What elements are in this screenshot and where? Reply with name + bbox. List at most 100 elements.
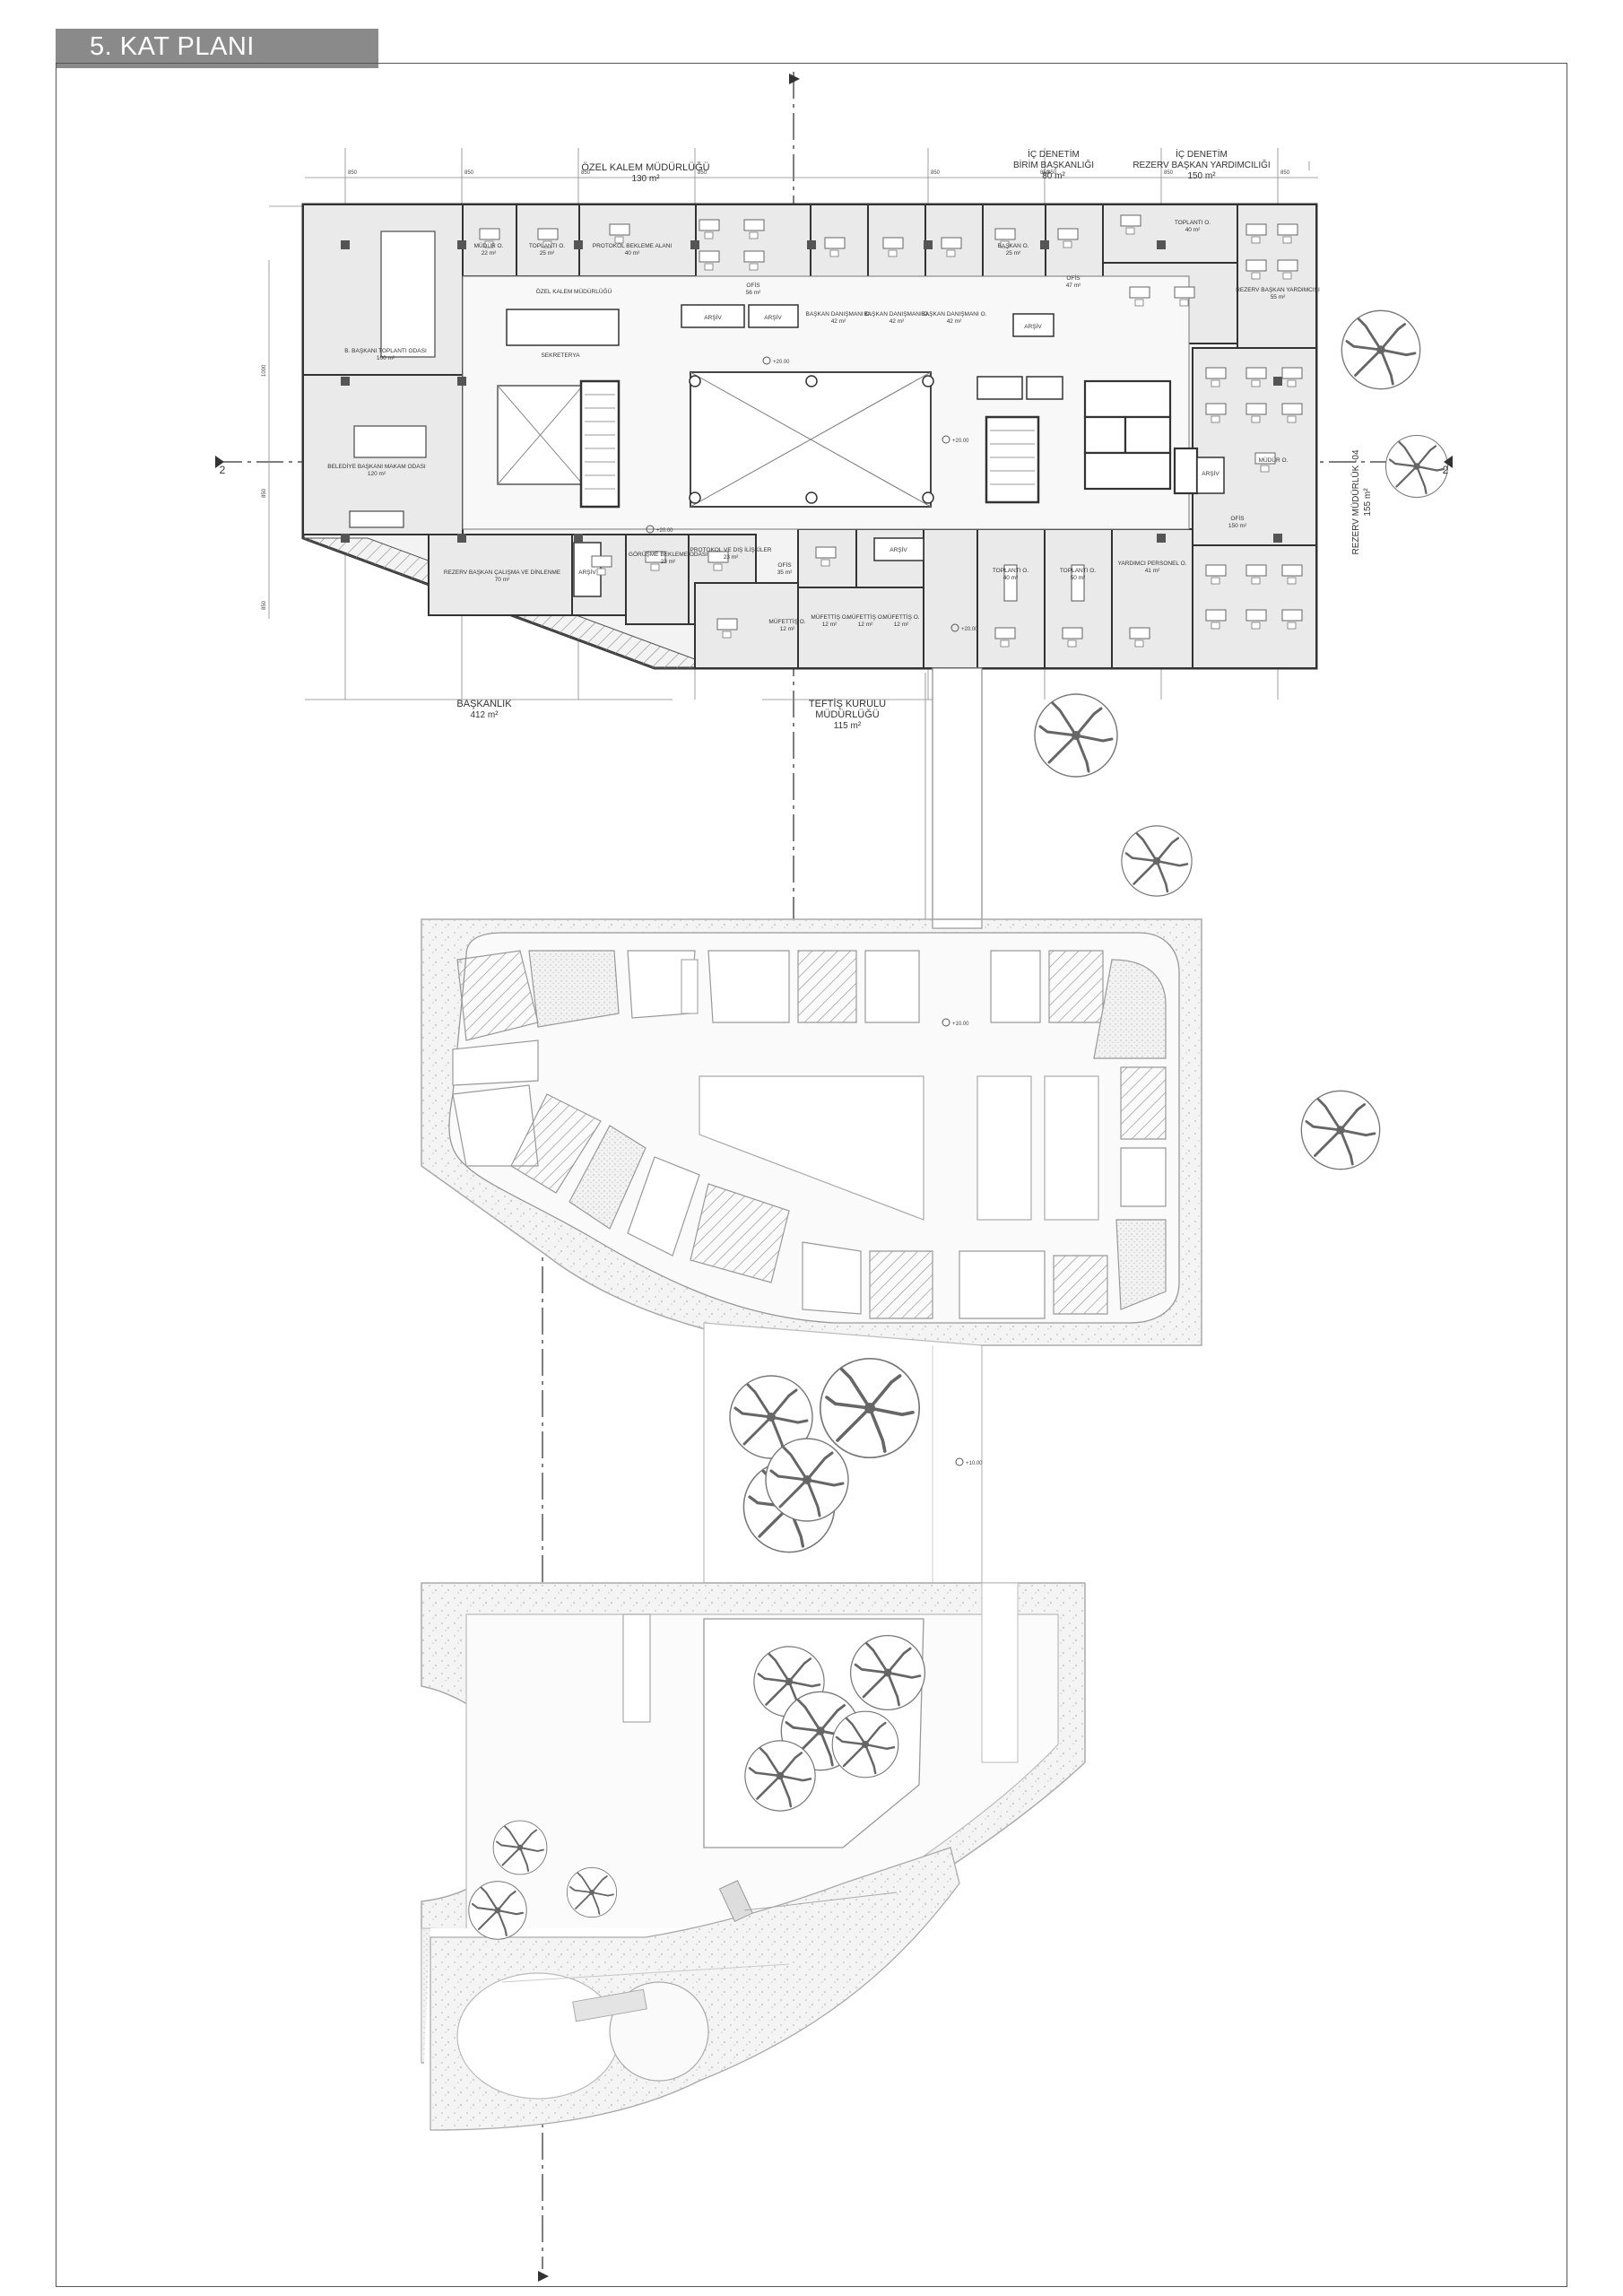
svg-text:MÜFETTİŞ O.: MÜFETTİŞ O.	[768, 617, 805, 625]
svg-text:40 m²: 40 m²	[1003, 575, 1019, 581]
svg-text:ÖZEL KALEM MÜDÜRLÜĞÜ: ÖZEL KALEM MÜDÜRLÜĞÜ	[536, 287, 612, 295]
svg-text:MÜFETTİŞ O.: MÜFETTİŞ O.	[882, 613, 919, 621]
dept-label-rezerv: REZERV MÜDÜRLÜK -04	[1350, 449, 1361, 554]
title-bar	[56, 29, 378, 68]
section-mark-left: 2	[220, 464, 226, 476]
dimension-labels: 850 850 850 850 850 850 850 850 850 1000…	[262, 170, 1290, 610]
svg-text:B. BAŞKANI TOPLANTI ODASI: B. BAŞKANI TOPLANTI ODASI	[344, 348, 427, 354]
svg-text:MÜFETTİŞ O.: MÜFETTİŞ O.	[811, 613, 847, 621]
dept-area-ic-denetim-1: 80 m²	[1042, 171, 1065, 181]
dept-sub-ic-denetim-1: BİRİM BAŞKANLIĞI	[1013, 159, 1094, 170]
svg-text:TOPLANTI O.: TOPLANTI O.	[1060, 568, 1097, 574]
svg-text:41 m²: 41 m²	[1145, 568, 1160, 574]
svg-text:120 m²: 120 m²	[368, 471, 386, 477]
section-mark-right: 2	[1443, 464, 1449, 476]
svg-text:REZERV BAŞKAN ÇALIŞMA VE DİNLE: REZERV BAŞKAN ÇALIŞMA VE DİNLENME	[444, 568, 561, 576]
dept-label-baskanlik: BAŞKANLIK	[456, 699, 512, 709]
svg-text:850: 850	[698, 170, 707, 176]
svg-text:REZERV BAŞKAN YARDIMCISI: REZERV BAŞKAN YARDIMCISI	[1236, 287, 1320, 293]
dept-area-rezerv: 155 m²	[1363, 488, 1373, 517]
svg-text:+20.00: +20.00	[773, 360, 790, 365]
svg-text:12 m²: 12 m²	[858, 622, 873, 628]
sheet-title: 5. KAT PLANI	[90, 32, 255, 61]
dept-area-ozel-kalem: 130 m²	[631, 174, 660, 184]
svg-text:850: 850	[1280, 170, 1290, 176]
svg-text:MÜFETTİŞ O.: MÜFETTİŞ O.	[846, 613, 883, 621]
svg-text:BAŞKAN DANIŞMANI O.: BAŞKAN DANIŞMANI O.	[864, 311, 930, 317]
svg-text:TOPLANTI O.: TOPLANTI O.	[993, 568, 1029, 574]
svg-text:42 m²: 42 m²	[890, 318, 905, 325]
svg-text:25 m²: 25 m²	[540, 250, 555, 257]
svg-text:BAŞKAN DANIŞMANI O.: BAŞKAN DANIŞMANI O.	[922, 311, 987, 317]
dept-area-teftis: 115 m²	[834, 721, 862, 731]
svg-text:GÖRÜŞME BEKLEME ODASI: GÖRÜŞME BEKLEME ODASI	[629, 551, 707, 558]
svg-text:YARDIMCI PERSONEL O.: YARDIMCI PERSONEL O.	[1118, 561, 1187, 567]
svg-text:150 m²: 150 m²	[1228, 523, 1247, 529]
svg-text:ARŞİV: ARŞİV	[704, 313, 722, 321]
svg-text:+10.00: +10.00	[966, 1461, 983, 1466]
svg-text:SEKRETERYA: SEKRETERYA	[541, 352, 580, 359]
dept-label-ic-denetim-2: İÇ DENETİM	[1176, 148, 1228, 160]
svg-text:ARŞİV: ARŞİV	[1202, 469, 1219, 477]
svg-text:12 m²: 12 m²	[894, 622, 909, 628]
dept-sub-teftis: MÜDÜRLÜĞÜ	[815, 709, 880, 720]
dept-label-ic-denetim-1: İÇ DENETİM	[1028, 148, 1080, 160]
sheet-frame	[56, 63, 1567, 2287]
svg-text:850: 850	[581, 170, 591, 176]
svg-text:TOPLANTI O.: TOPLANTI O.	[529, 243, 566, 249]
svg-text:35 m²: 35 m²	[777, 570, 793, 576]
svg-text:850: 850	[348, 170, 358, 176]
svg-text:47 m²: 47 m²	[1066, 283, 1081, 289]
svg-text:TOPLANTI O.: TOPLANTI O.	[1175, 220, 1211, 226]
svg-text:850: 850	[931, 170, 941, 176]
svg-text:100 m²: 100 m²	[377, 355, 395, 361]
svg-text:ARŞİV: ARŞİV	[1024, 322, 1042, 330]
svg-text:850: 850	[464, 170, 474, 176]
svg-text:23 m²: 23 m²	[661, 559, 676, 565]
svg-text:+10.00: +10.00	[952, 1022, 969, 1027]
svg-text:PROTOKOL BEKLEME ALANI: PROTOKOL BEKLEME ALANI	[593, 243, 673, 249]
svg-text:850: 850	[1164, 170, 1174, 176]
svg-text:+20.00: +20.00	[952, 439, 969, 444]
svg-text:OFİS: OFİS	[1230, 514, 1245, 522]
svg-text:850: 850	[1047, 170, 1057, 176]
svg-text:OFİS: OFİS	[1066, 274, 1081, 282]
svg-text:23 m²: 23 m²	[724, 554, 739, 561]
svg-text:ARŞİV: ARŞİV	[578, 568, 596, 576]
svg-text:850: 850	[262, 600, 267, 610]
svg-text:+20.00: +20.00	[656, 528, 673, 534]
svg-text:850: 850	[1040, 170, 1050, 176]
section-markers	[215, 456, 1453, 468]
dept-sub-ic-denetim-2: REZERV BAŞKAN YARDIMCILIĞI	[1133, 159, 1270, 170]
dept-area-ic-denetim-2: 150 m²	[1187, 171, 1216, 181]
svg-text:42 m²: 42 m²	[831, 318, 846, 325]
dept-area-baskanlik: 412 m²	[470, 710, 499, 720]
svg-text:MÜDÜR O.: MÜDÜR O.	[1259, 457, 1289, 464]
svg-text:40 m²: 40 m²	[1185, 227, 1201, 233]
svg-text:56 m²: 56 m²	[746, 290, 761, 296]
svg-text:22 m²: 22 m²	[482, 250, 497, 257]
svg-text:BAŞKAN O.: BAŞKAN O.	[997, 243, 1028, 249]
dept-label-ozel-kalem: ÖZEL KALEM MÜDÜRLÜĞÜ	[581, 161, 709, 173]
svg-text:1000: 1000	[262, 364, 267, 377]
svg-text:12 m²: 12 m²	[780, 626, 795, 632]
svg-text:BAŞKAN DANIŞMANI O.: BAŞKAN DANIŞMANI O.	[806, 311, 872, 317]
svg-text:50 m²: 50 m²	[1071, 575, 1086, 581]
svg-text:MÜDÜR O.: MÜDÜR O.	[474, 242, 504, 249]
svg-text:850: 850	[262, 488, 267, 498]
svg-text:40 m²: 40 m²	[625, 250, 640, 257]
svg-text:PROTOKOL VE DIŞ İLİŞKİLER: PROTOKOL VE DIŞ İLİŞKİLER	[690, 545, 771, 553]
svg-text:OFİS: OFİS	[746, 281, 760, 289]
svg-text:BELEDİYE BAŞKANI MAKAM ODASI: BELEDİYE BAŞKANI MAKAM ODASI	[327, 462, 426, 470]
room-labels: MÜDÜR O. 22 m² TOPLANTI O. 25 m² PROTOKO…	[327, 220, 1320, 632]
svg-text:ARŞİV: ARŞİV	[890, 545, 907, 553]
level-labels: +20.00 +20.00 +20.00 +20.00 +10.00 +10.0…	[656, 360, 983, 1466]
svg-text:70 m²: 70 m²	[495, 577, 510, 583]
svg-text:12 m²: 12 m²	[822, 622, 838, 628]
dept-label-teftis: TEFTİŞ KURULU	[809, 698, 886, 709]
svg-text:42 m²: 42 m²	[947, 318, 962, 325]
svg-text:+20.00: +20.00	[961, 627, 978, 632]
svg-text:OFİS: OFİS	[777, 561, 792, 569]
svg-text:ARŞİV: ARŞİV	[764, 313, 782, 321]
